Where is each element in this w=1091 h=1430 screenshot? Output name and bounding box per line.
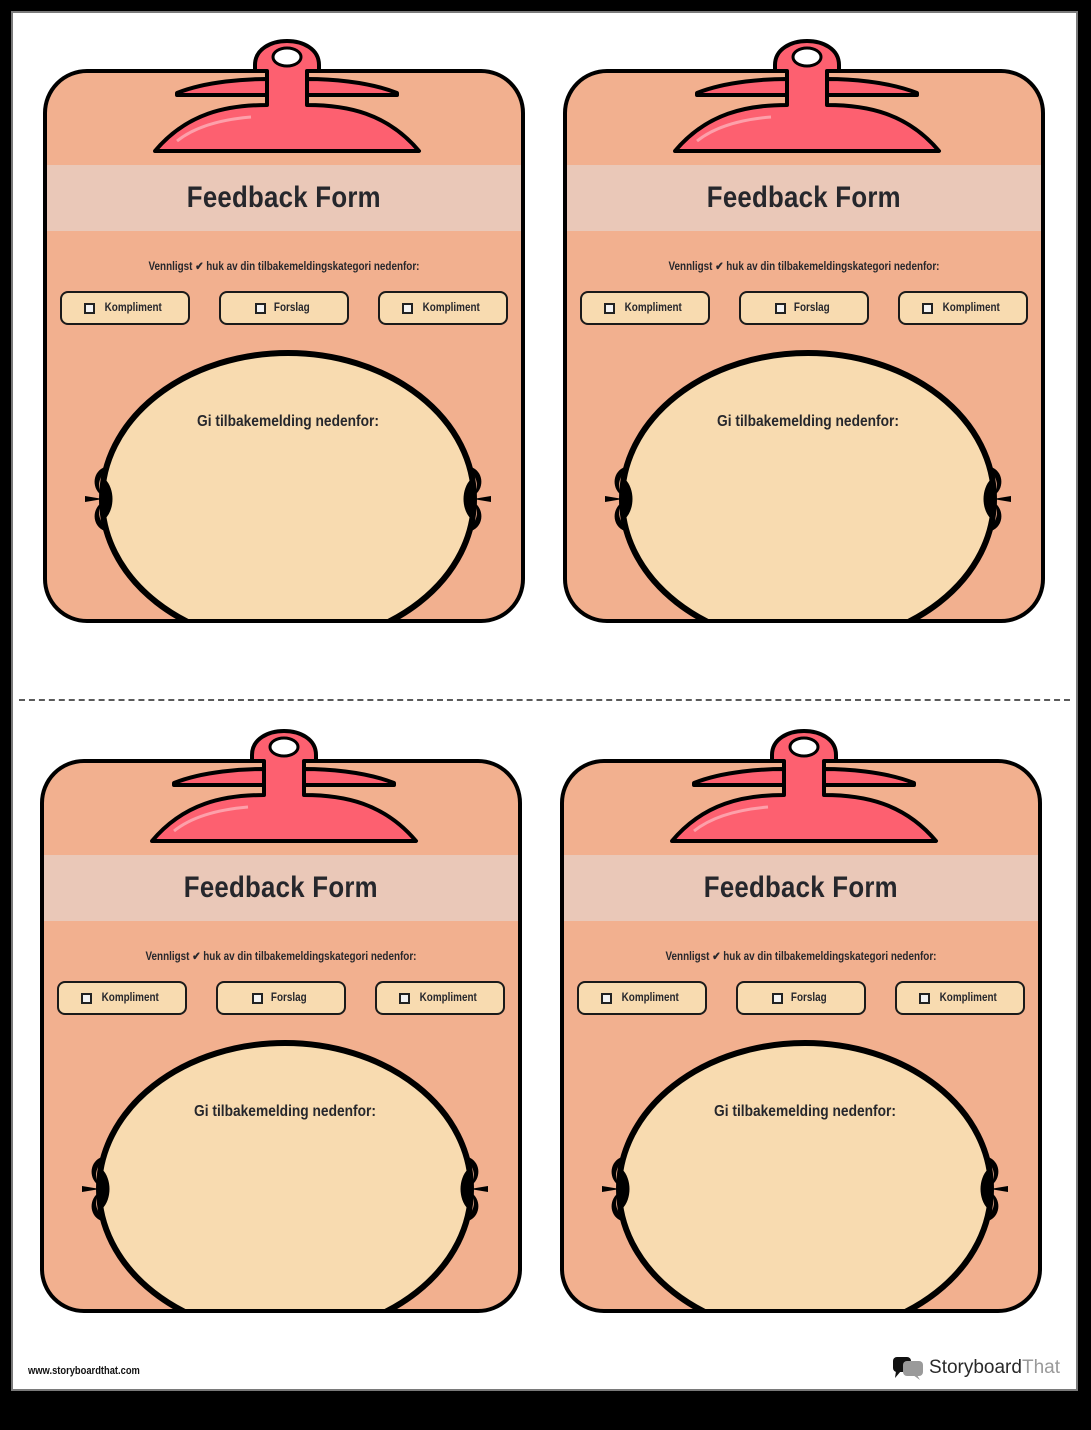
clipboard-clip-icon <box>153 39 421 153</box>
checkbox-icon[interactable] <box>921 302 933 314</box>
card-title: Feedback Form <box>706 181 902 214</box>
footer-url: www.storyboardthat.com <box>28 1365 140 1377</box>
clipboard-board: Feedback Form Vennligst ✔ huk av din til… <box>560 759 1042 1313</box>
feedback-input[interactable] <box>142 1139 432 1303</box>
feedback-oval: Gi tilbakemelding nedenfor: <box>595 349 1021 619</box>
option-kompliment-2[interactable]: Kompliment <box>898 291 1028 325</box>
instruction-text: Vennligst ✔ huk av din tilbakemeldingska… <box>145 951 417 963</box>
category-options: Kompliment Forslag Kompliment <box>57 981 505 1015</box>
speech-bubbles-icon <box>893 1357 924 1380</box>
card-title: Feedback Form <box>183 871 379 904</box>
option-kompliment-2[interactable]: Kompliment <box>375 981 505 1015</box>
option-forslag[interactable]: Forslag <box>736 981 866 1015</box>
feedback-prompt: Gi tilbakemelding nedenfor: <box>714 1103 896 1120</box>
category-options: Kompliment Forslag Kompliment <box>577 981 1025 1015</box>
feedback-card-3: Feedback Form Vennligst ✔ huk av din til… <box>40 723 522 1313</box>
checkbox-icon[interactable] <box>255 302 267 314</box>
checkbox-icon[interactable] <box>80 992 92 1004</box>
clipboard-board: Feedback Form Vennligst ✔ huk av din til… <box>563 69 1045 623</box>
feedback-oval: Gi tilbakemelding nedenfor: <box>75 349 501 619</box>
checkbox-icon[interactable] <box>401 302 413 314</box>
logo-text-that: That <box>1021 1357 1060 1378</box>
feedback-prompt: Gi tilbakemelding nedenfor: <box>194 1103 376 1120</box>
feedback-card-4: Feedback Form Vennligst ✔ huk av din til… <box>560 723 1042 1313</box>
feedback-prompt: Gi tilbakemelding nedenfor: <box>197 413 379 430</box>
checkbox-icon[interactable] <box>603 302 615 314</box>
clipboard-board: Feedback Form Vennligst ✔ huk av din til… <box>40 759 522 1313</box>
checkbox-icon[interactable] <box>600 992 612 1004</box>
checkbox-icon[interactable] <box>252 992 264 1004</box>
option-forslag[interactable]: Forslag <box>219 291 349 325</box>
instruction-text: Vennligst ✔ huk av din tilbakemeldingska… <box>148 261 420 273</box>
title-band: Feedback Form <box>47 165 521 231</box>
clipboard-clip-icon <box>150 729 418 843</box>
checkbox-icon[interactable] <box>918 992 930 1004</box>
cut-line-divider <box>19 699 1070 701</box>
checkbox-icon[interactable] <box>83 302 95 314</box>
title-band: Feedback Form <box>44 855 518 921</box>
clipboard-clip-icon <box>673 39 941 153</box>
logo-text-storyboard: Storyboard <box>929 1357 1022 1378</box>
card-title: Feedback Form <box>186 181 382 214</box>
option-kompliment-1[interactable]: Kompliment <box>577 981 707 1015</box>
feedback-input[interactable] <box>145 449 435 613</box>
option-kompliment-1[interactable]: Kompliment <box>57 981 187 1015</box>
option-forslag[interactable]: Forslag <box>739 291 869 325</box>
category-options: Kompliment Forslag Kompliment <box>580 291 1028 325</box>
option-kompliment-1[interactable]: Kompliment <box>580 291 710 325</box>
clipboard-clip-icon <box>670 729 938 843</box>
feedback-prompt: Gi tilbakemelding nedenfor: <box>717 413 899 430</box>
storyboardthat-logo: StoryboardThat <box>893 1356 1060 1380</box>
title-band: Feedback Form <box>564 855 1038 921</box>
instruction-text: Vennligst ✔ huk av din tilbakemeldingska… <box>665 951 937 963</box>
feedback-input[interactable] <box>665 449 955 613</box>
feedback-oval: Gi tilbakemelding nedenfor: <box>592 1039 1018 1309</box>
category-options: Kompliment Forslag Kompliment <box>60 291 508 325</box>
checkbox-icon[interactable] <box>772 992 784 1004</box>
clipboard-board: Feedback Form Vennligst ✔ huk av din til… <box>43 69 525 623</box>
feedback-card-2: Feedback Form Vennligst ✔ huk av din til… <box>563 33 1045 623</box>
option-kompliment-1[interactable]: Kompliment <box>60 291 190 325</box>
feedback-oval: Gi tilbakemelding nedenfor: <box>72 1039 498 1309</box>
title-band: Feedback Form <box>567 165 1041 231</box>
option-kompliment-2[interactable]: Kompliment <box>895 981 1025 1015</box>
checkbox-icon[interactable] <box>398 992 410 1004</box>
option-forslag[interactable]: Forslag <box>216 981 346 1015</box>
feedback-card-1: Feedback Form Vennligst ✔ huk av din til… <box>43 33 525 623</box>
checkbox-icon[interactable] <box>775 302 787 314</box>
instruction-text: Vennligst ✔ huk av din tilbakemeldingska… <box>668 261 940 273</box>
feedback-input[interactable] <box>662 1139 952 1303</box>
option-kompliment-2[interactable]: Kompliment <box>378 291 508 325</box>
worksheet-page: Feedback Form Vennligst ✔ huk av din til… <box>11 11 1078 1391</box>
card-title: Feedback Form <box>703 871 899 904</box>
